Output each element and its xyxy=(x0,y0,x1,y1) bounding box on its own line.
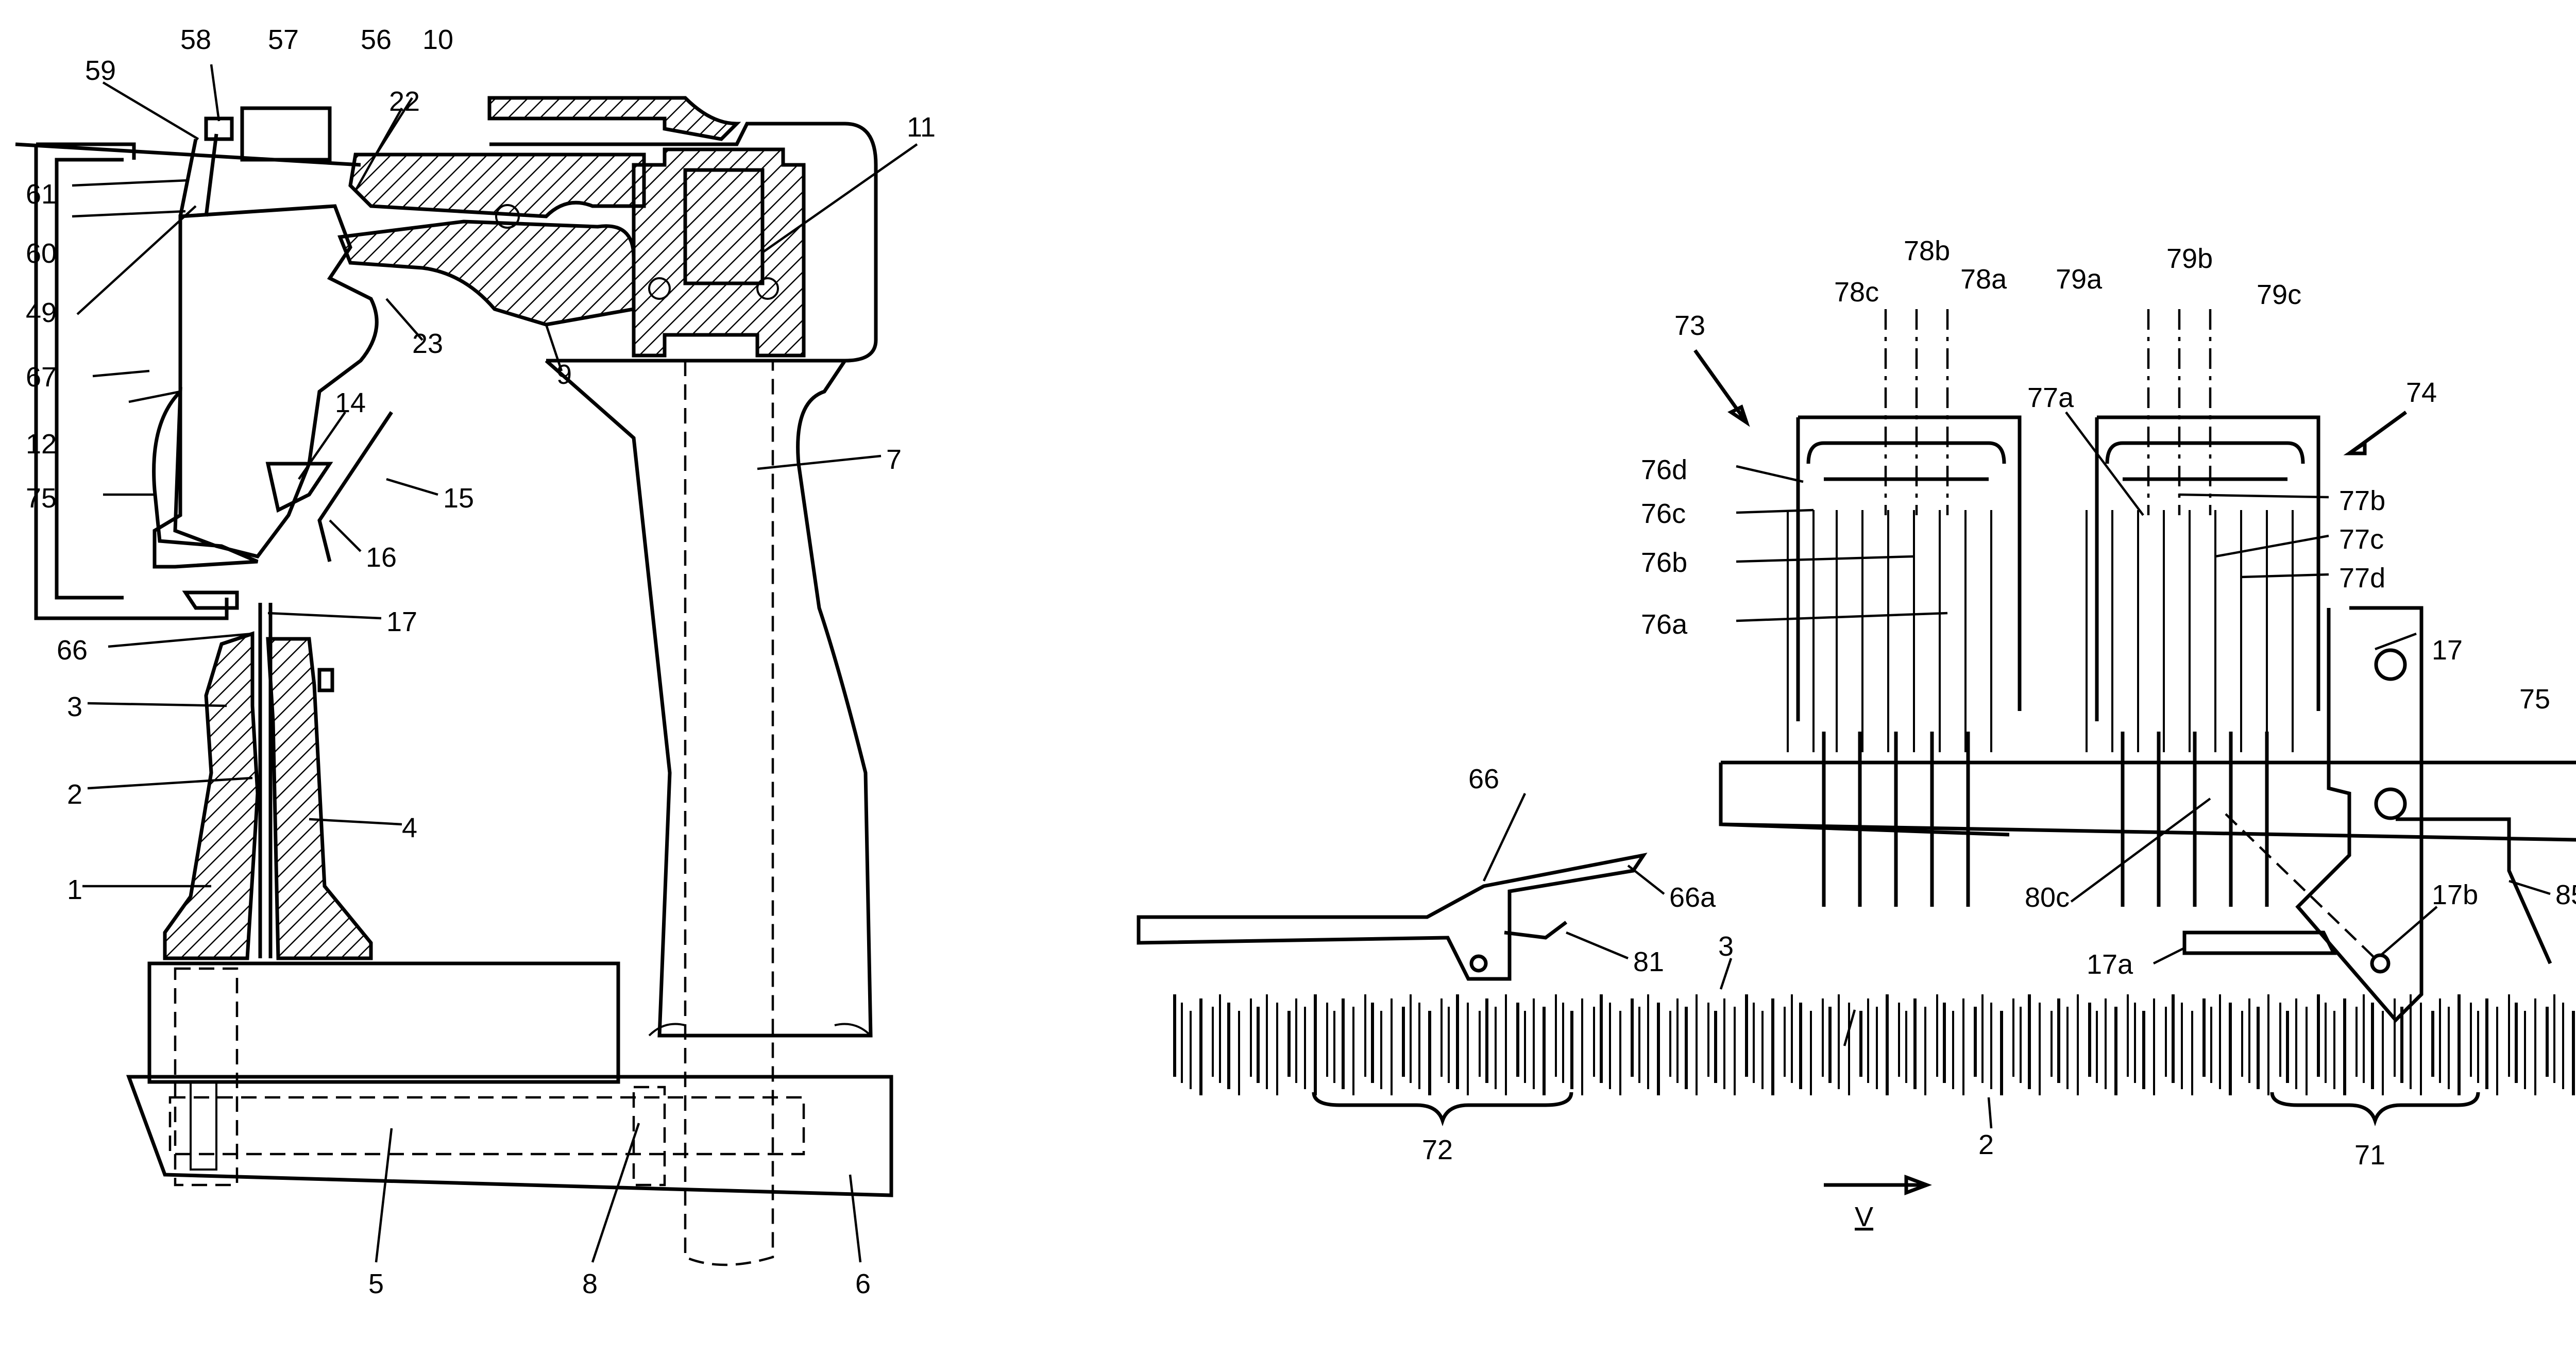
bolt-bar-5 xyxy=(170,1097,804,1154)
label-80c: 80c xyxy=(2025,882,2070,913)
label-V: V xyxy=(1855,1201,1873,1232)
needle-row xyxy=(1175,994,2573,1095)
label-85: 85 xyxy=(2555,879,2576,910)
brace-71 xyxy=(2272,1092,2478,1121)
label-77a: 77a xyxy=(2027,382,2074,413)
label-78a: 78a xyxy=(1960,264,2007,295)
rail-75 xyxy=(1721,763,2576,840)
label-8: 8 xyxy=(582,1268,598,1299)
label-78b: 78b xyxy=(1904,235,1950,266)
comb-74-frame xyxy=(2097,417,2318,721)
base-plate xyxy=(149,963,618,1082)
label-76a: 76a xyxy=(1641,609,1688,640)
label-59: 59 xyxy=(85,55,116,86)
label-12: 12 xyxy=(26,429,57,460)
label-3: 3 xyxy=(67,691,82,722)
right-figure: 78c 78b 78a 79a 79b 79c 73 74 77a 76d 77… xyxy=(1139,235,2576,1232)
label-67: 67 xyxy=(26,362,57,393)
screw xyxy=(319,670,332,690)
presser-66 xyxy=(1139,855,1643,979)
label-15: 15 xyxy=(443,483,474,514)
brace-72 xyxy=(1314,1092,1571,1121)
label-61: 61 xyxy=(26,179,57,210)
spring-81 xyxy=(1504,922,1566,938)
needle-bed-1 xyxy=(165,634,258,958)
label-2: 2 xyxy=(67,779,82,810)
label-5: 5 xyxy=(368,1268,384,1299)
plate-17a xyxy=(2184,933,2334,953)
cover-plate-hatched xyxy=(489,98,737,139)
label-77c: 77c xyxy=(2339,524,2384,555)
direction-arrow xyxy=(1824,1177,1927,1193)
label-2-right: 2 xyxy=(1978,1129,1994,1160)
label-66-right: 66 xyxy=(1468,764,1499,794)
label-71: 71 xyxy=(2354,1140,2385,1171)
label-72: 72 xyxy=(1422,1134,1453,1165)
arm-10 xyxy=(350,155,644,216)
label-58: 58 xyxy=(180,24,211,55)
arrow-74 xyxy=(2349,412,2406,453)
block-57 xyxy=(242,108,330,160)
screw-upper xyxy=(2376,650,2405,679)
label-76d: 76d xyxy=(1641,454,1687,485)
label-49: 49 xyxy=(26,297,57,328)
label-56: 56 xyxy=(361,24,392,55)
label-76c: 76c xyxy=(1641,498,1686,529)
hole-17b xyxy=(2372,955,2388,972)
label-78c: 78c xyxy=(1834,277,1879,308)
label-77d: 77d xyxy=(2339,563,2385,594)
label-77b: 77b xyxy=(2339,485,2385,516)
label-11: 11 xyxy=(907,112,936,143)
label-7: 7 xyxy=(886,444,902,475)
label-22: 22 xyxy=(389,86,420,117)
screw-lower xyxy=(2376,789,2405,818)
label-17-right: 17 xyxy=(2432,635,2463,666)
bearing-housing-11 xyxy=(634,149,804,355)
label-14: 14 xyxy=(335,387,366,418)
comb-73-needles xyxy=(1788,510,1991,907)
comb-73-frame xyxy=(1798,417,2020,721)
label-10: 10 xyxy=(422,24,453,55)
part-58 xyxy=(206,118,232,139)
carriage-12 xyxy=(154,206,377,567)
rod xyxy=(15,144,361,165)
label-76b: 76b xyxy=(1641,547,1687,578)
label-66: 66 xyxy=(57,635,88,666)
foot-66 xyxy=(185,592,237,608)
label-23: 23 xyxy=(412,328,443,359)
label-57: 57 xyxy=(268,24,299,55)
label-75-right: 75 xyxy=(2519,684,2550,715)
label-17: 17 xyxy=(386,606,417,637)
label-17b: 17b xyxy=(2432,879,2478,910)
label-16: 16 xyxy=(366,542,397,573)
label-17a: 17a xyxy=(2087,949,2133,980)
hidden-8 xyxy=(634,1087,665,1185)
label-1: 1 xyxy=(67,874,82,905)
label-73: 73 xyxy=(1674,310,1705,341)
pivot xyxy=(1471,956,1486,971)
lower-frame-6 xyxy=(129,1077,891,1195)
arm-9 xyxy=(340,222,634,325)
label-66a: 66a xyxy=(1669,882,1716,913)
label-60: 60 xyxy=(26,238,57,269)
arrow-73 xyxy=(1695,350,1747,422)
label-74: 74 xyxy=(2406,377,2437,408)
shaft-hidden xyxy=(685,361,773,1265)
label-4: 4 xyxy=(402,812,417,843)
label-79c: 79c xyxy=(2257,279,2301,310)
lever-59 xyxy=(180,134,216,216)
label-79a: 79a xyxy=(2056,264,2103,295)
label-75: 75 xyxy=(26,483,57,514)
left-figure: 58 57 56 10 59 22 11 61 60 49 23 67 9 7 … xyxy=(15,24,936,1299)
label-79b: 79b xyxy=(2166,243,2213,274)
label-3-right: 3 xyxy=(1718,931,1734,962)
label-81: 81 xyxy=(1633,946,1664,977)
label-9: 9 xyxy=(556,359,572,390)
label-6: 6 xyxy=(855,1268,871,1299)
bolt-5 xyxy=(191,1082,216,1170)
